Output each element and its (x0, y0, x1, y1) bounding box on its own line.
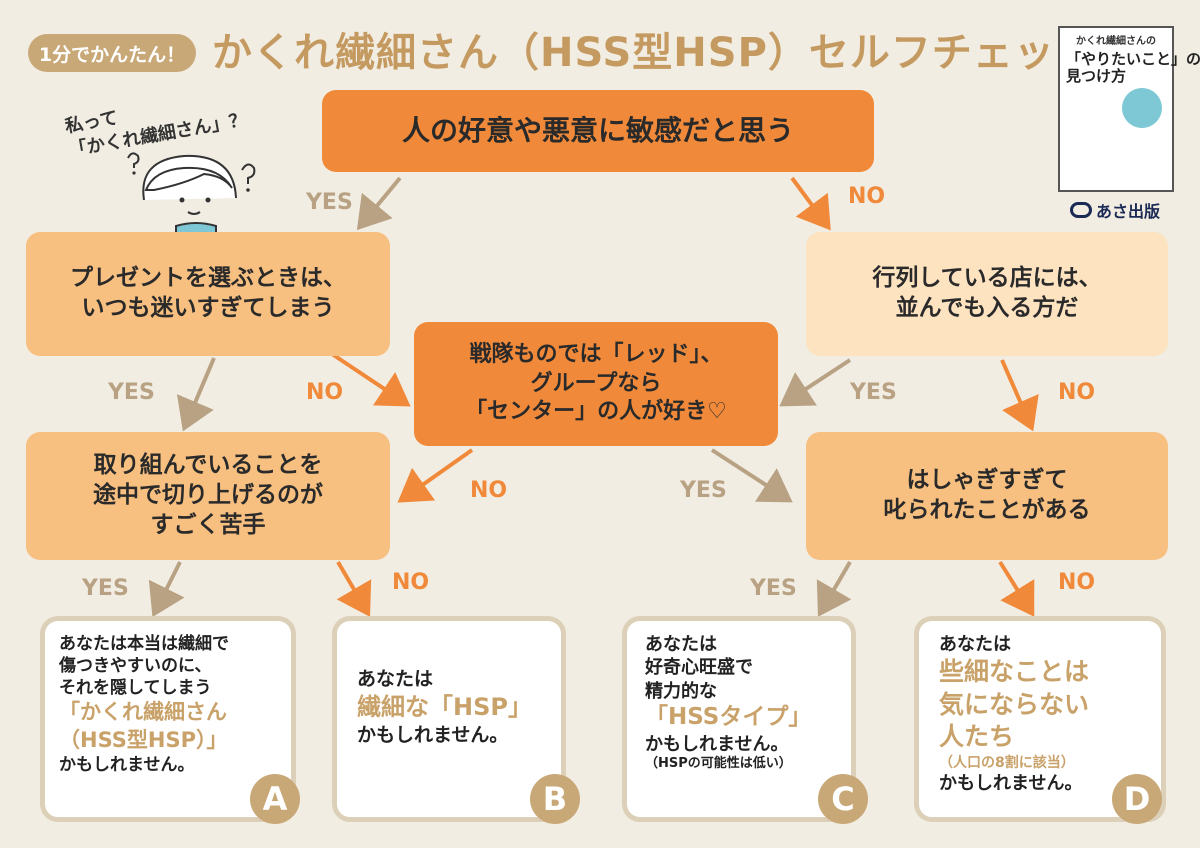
result-c-end: かもしれません。 (645, 734, 789, 756)
label-q6-yes: YES (750, 576, 797, 601)
arrow-q5-no (336, 560, 372, 617)
result-c-line-1: あなたは (645, 634, 717, 655)
result-c-letter-badge: C (818, 774, 868, 824)
result-c-line-2: 好奇心旺盛で (645, 657, 753, 679)
label-q3-no: NO (1058, 380, 1096, 405)
result-b-highlight: 繊細な「HSP」 (357, 692, 532, 721)
book-title: 「やりたいこと」の 見つけ方 (1066, 50, 1200, 86)
result-a-line-3: それを隠してしまう (59, 678, 212, 699)
arrow-q5-yes (148, 561, 185, 618)
result-c: あなたは 好奇心旺盛で 精力的な 「HSSタイプ」 かもしれません。 （HSPの… (622, 616, 856, 822)
publisher-mark-icon (1070, 202, 1092, 218)
arrow-q6-no (998, 560, 1035, 617)
result-c-highlight: 「HSSタイプ」 (645, 704, 812, 731)
arrow-q2-no (330, 352, 411, 407)
question-2: プレゼントを選ぶときは、 いつも迷いすぎてしまう (26, 232, 390, 356)
label-q1-yes: YES (306, 190, 353, 215)
result-a-line-2: 傷つきやすいのに、 (59, 656, 212, 677)
result-b-end: かもしれません。 (357, 723, 509, 746)
result-d-letter-badge: D (1112, 774, 1162, 824)
label-q4-yes: YES (680, 478, 727, 503)
book-top-text: かくれ繊細さんの (1076, 36, 1156, 47)
result-a-end: かもしれません。 (59, 754, 195, 775)
label-q6-no: NO (1058, 570, 1096, 595)
page-title: かくれ繊細さん（HSS型HSP）セルフチェック (212, 30, 1096, 76)
result-a-highlight-1: 「かくれ繊細さん (59, 700, 227, 725)
label-q3-yes: YES (850, 380, 897, 405)
result-c-line-3: 精力的な (645, 680, 717, 702)
question-3: 行列している店には、 並んでも入る方だ (806, 232, 1168, 356)
result-b-letter-badge: B (530, 774, 580, 824)
label-q2-no: NO (306, 380, 344, 405)
result-a-letter-badge: A (250, 774, 300, 824)
result-a-highlight-2: （HSS型HSP）」 (59, 727, 228, 752)
label-q4-no: NO (470, 478, 508, 503)
header-badge: 1分でかんたん！ (28, 34, 196, 72)
result-d-highlight-2: 気にならない (939, 689, 1090, 719)
arrow-q4-yes (710, 448, 793, 503)
result-d-intro: あなたは (939, 634, 1011, 655)
arrow-q3-yes (779, 358, 852, 407)
label-q1-no: NO (848, 184, 886, 209)
result-d-highlight-1: 些細なことは (939, 657, 1090, 687)
publisher-logo: あさ出版 (1070, 198, 1160, 222)
arrow-q2-yes (176, 357, 216, 432)
thinking-person-illustration (127, 152, 256, 234)
question-5: 取り組んでいることを 途中で切り上げるのが すごく苦手 (26, 432, 390, 560)
label-q5-no: NO (392, 570, 430, 595)
result-d-end: かもしれません。 (939, 773, 1083, 795)
arrow-q4-no (397, 448, 474, 503)
result-a-line-1: あなたは本当は繊細で (59, 634, 229, 654)
label-q2-yes: YES (108, 380, 155, 405)
result-d-note: （人口の8割に該当） (939, 754, 1075, 771)
question-4: 戦隊ものでは「レッド」、 グループなら 「センター」の人が好き♡ (414, 322, 778, 446)
result-b-intro: あなたは (357, 668, 434, 690)
arrow-q1-yes (356, 176, 402, 231)
arrow-q1-no (790, 176, 831, 231)
book-cover: かくれ繊細さんの 「やりたいこと」の 見つけ方 (1058, 26, 1200, 192)
arrow-q6-yes (816, 560, 852, 617)
question-1: 人の好意や悪意に敏感だと思う (322, 90, 874, 172)
question-6: はしゃぎすぎて 叱られたことがある (806, 432, 1168, 560)
result-b: あなたは 繊細な「HSP」 かもしれません。 (332, 616, 566, 822)
publisher-name: あさ出版 (1096, 202, 1161, 221)
result-d-highlight-3: 人たち (939, 722, 1015, 752)
book-illustration-icon (1122, 88, 1162, 128)
arrow-q3-no (1000, 359, 1039, 432)
label-q5-yes: YES (82, 576, 129, 601)
result-c-note: （HSPの可能性は低い） (645, 756, 792, 772)
